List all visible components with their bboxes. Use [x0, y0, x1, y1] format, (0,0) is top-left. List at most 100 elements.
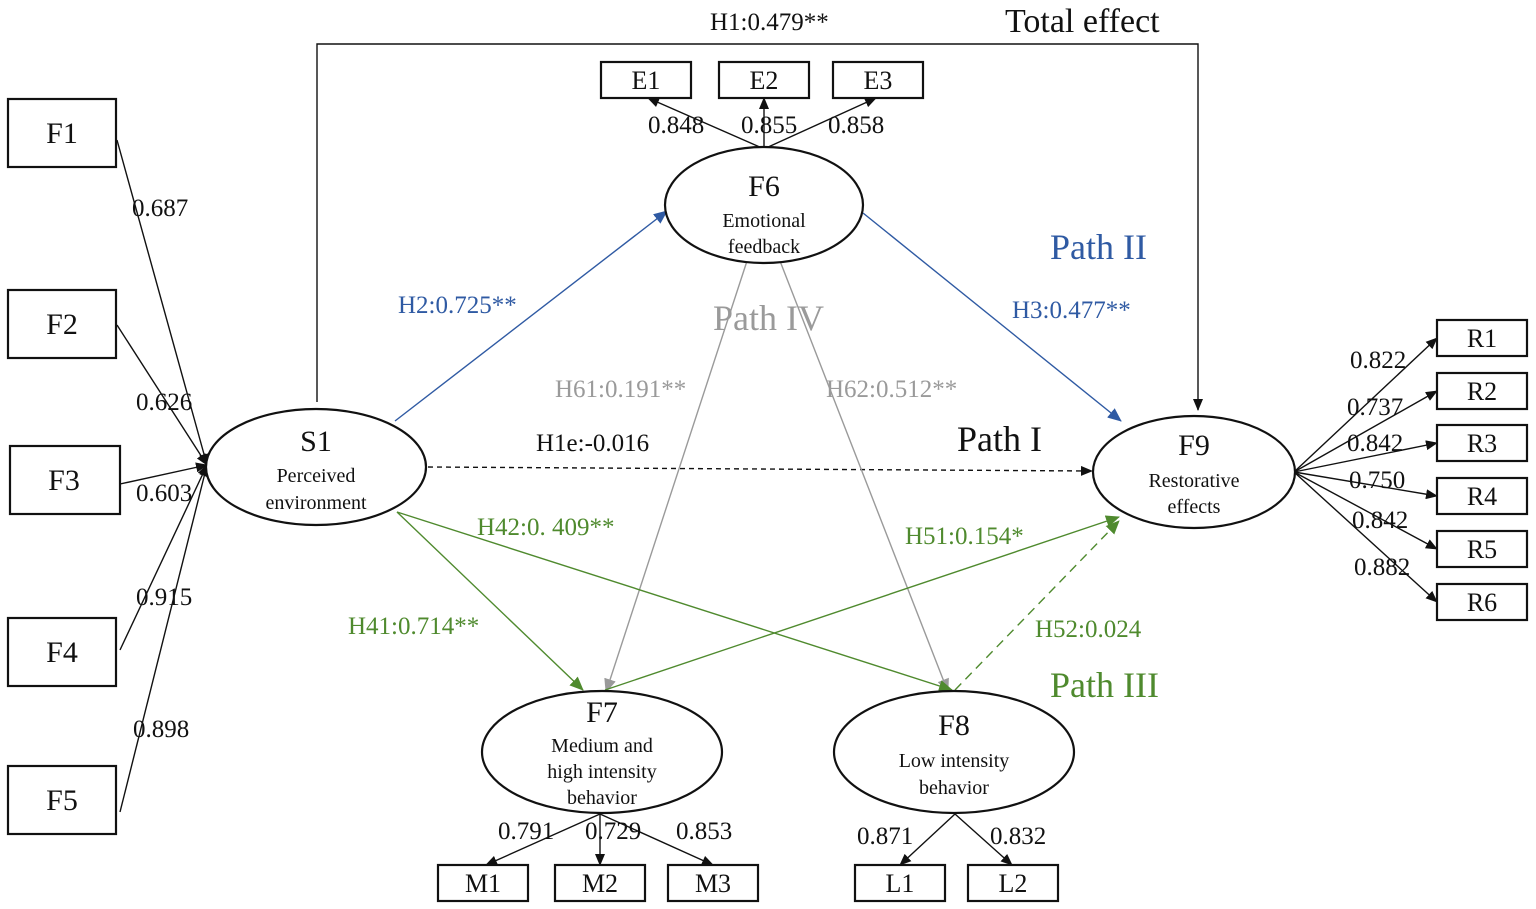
latent-desc-1: Low intensity — [899, 750, 1010, 772]
latent-desc-1: Medium and — [551, 735, 653, 757]
edge-h1e — [427, 465, 1093, 476]
indicator-label: F4 — [46, 636, 78, 669]
loading-f4: 0.915 — [136, 584, 192, 611]
edge-f3-s1 — [119, 462, 208, 485]
latent-desc-2: high intensity — [547, 761, 656, 783]
edge-f6-e3 — [765, 97, 877, 149]
latent-s1: S1 Perceived environment — [204, 407, 428, 527]
latent-id: F7 — [586, 696, 618, 729]
edge-h51 — [604, 515, 1120, 691]
indicator-r4: R4 — [1435, 476, 1529, 516]
edge-f1-s1 — [116, 139, 209, 466]
indicator-r5: R5 — [1435, 529, 1529, 569]
indicator-label: E2 — [750, 66, 779, 95]
loading-r2: 0.737 — [1347, 394, 1403, 421]
path-3-label: Path III — [1050, 665, 1159, 705]
indicator-label: L1 — [886, 869, 915, 898]
loading-f1: 0.687 — [132, 195, 188, 222]
indicator-label: M3 — [695, 869, 731, 898]
loading-r3: 0.842 — [1347, 430, 1403, 457]
latent-f7: F7 Medium and high intensity behavior — [480, 689, 724, 815]
indicator-label: R6 — [1467, 588, 1497, 617]
indicator-e3: E3 — [831, 60, 925, 100]
coef-h1e: H1e:-0.016 — [536, 430, 649, 457]
loading-r1: 0.822 — [1350, 347, 1406, 374]
indicator-l2: L2 — [966, 863, 1060, 903]
latent-id: F8 — [938, 709, 970, 742]
edge-f7-m1 — [485, 813, 601, 866]
latent-id: F9 — [1178, 429, 1210, 462]
edge-h41 — [396, 511, 584, 691]
loading-l1: 0.871 — [857, 823, 913, 850]
indicator-label: R2 — [1467, 377, 1497, 406]
total-effect-path — [316, 43, 1203, 411]
edge-f9-r4 — [1293, 471, 1438, 500]
edge-h2 — [394, 210, 668, 422]
indicator-f4: F4 — [6, 616, 118, 688]
indicator-r1: R1 — [1435, 318, 1529, 358]
path-1-label: Path I — [957, 419, 1042, 459]
indicator-label: M1 — [465, 869, 501, 898]
edge-f9-r1 — [1293, 337, 1438, 473]
edge-f9-r2 — [1293, 390, 1438, 473]
edge-f9-r3 — [1293, 440, 1438, 473]
indicator-m2: M2 — [553, 863, 647, 903]
latent-desc-1: Restorative — [1148, 470, 1239, 492]
indicator-label: L2 — [999, 869, 1028, 898]
indicator-f2: F2 — [6, 288, 118, 360]
edge-f5-s1 — [119, 464, 210, 813]
loading-f3: 0.603 — [136, 480, 192, 507]
latent-desc-3: behavior — [567, 787, 637, 809]
indicator-label: F3 — [48, 464, 80, 497]
edge-f2-s1 — [116, 324, 208, 466]
indicator-label: F2 — [46, 308, 78, 341]
indicator-m3: M3 — [666, 863, 760, 903]
latent-desc-1: Emotional — [722, 210, 806, 232]
indicator-label: M2 — [582, 869, 618, 898]
latent-f8: F8 Low intensity behavior — [832, 689, 1076, 815]
indicator-label: R3 — [1467, 429, 1497, 458]
loading-f2: 0.626 — [136, 389, 192, 416]
latent-desc-2: feedback — [728, 236, 800, 258]
coef-h61: H61:0.191** — [555, 376, 686, 403]
path-4-label: Path IV — [713, 298, 824, 338]
latent-desc-2: environment — [265, 492, 367, 514]
edge-f9-r6 — [1293, 471, 1438, 603]
coef-h51: H51:0.154* — [905, 523, 1024, 550]
edge-f7-m3 — [599, 813, 714, 866]
indicator-label: F1 — [46, 117, 78, 150]
latent-id: S1 — [300, 425, 332, 458]
loading-r5: 0.842 — [1352, 507, 1408, 534]
indicator-f1: F1 — [6, 97, 118, 169]
loading-e2: 0.855 — [741, 112, 797, 139]
latent-f9: F9 Restorative effects — [1091, 414, 1297, 530]
loading-r4: 0.750 — [1349, 467, 1405, 494]
indicator-r6: R6 — [1435, 582, 1529, 622]
loading-r6: 0.882 — [1354, 554, 1410, 581]
indicator-r2: R2 — [1435, 371, 1529, 411]
loading-e3: 0.858 — [828, 112, 884, 139]
edge-h62 — [779, 260, 949, 693]
indicator-e2: E2 — [717, 60, 811, 100]
edge-f9-r5 — [1293, 471, 1438, 550]
edge-f8-l2 — [954, 813, 1013, 866]
loading-m2: 0.729 — [585, 818, 641, 845]
latent-f6: F6 Emotional feedback — [663, 145, 865, 265]
coef-h1: H1:0.479** — [710, 9, 829, 36]
coef-h42: H42:0. 409** — [477, 514, 615, 541]
indicator-r3: R3 — [1435, 423, 1529, 463]
coef-h62: H62:0.512** — [826, 376, 957, 403]
indicator-label: R4 — [1467, 482, 1497, 511]
edge-f6-e1 — [647, 97, 763, 149]
latent-id: F6 — [748, 170, 780, 203]
indicator-l1: L1 — [853, 863, 947, 903]
indicator-f5: F5 — [6, 764, 118, 836]
latent-desc-1: Perceived — [277, 465, 356, 487]
indicator-f3: F3 — [8, 444, 122, 516]
edge-h42 — [396, 511, 953, 692]
loading-m3: 0.853 — [676, 818, 732, 845]
edge-f4-s1 — [119, 464, 208, 651]
indicator-label: F5 — [46, 784, 78, 817]
indicator-e1: E1 — [599, 60, 693, 100]
